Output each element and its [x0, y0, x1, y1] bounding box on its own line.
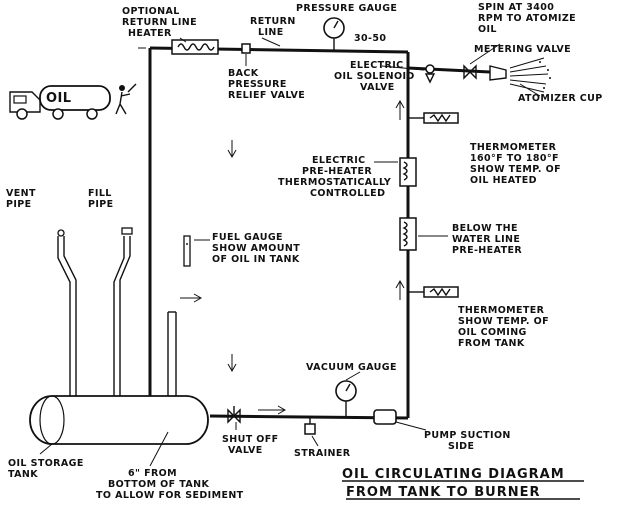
label-fill-pipe-line-2: PIPE: [88, 199, 114, 210]
label-spin-line-3: OIL: [478, 24, 497, 35]
title-line-2: FROM TANK TO BURNER: [346, 485, 541, 500]
label-bottom-note-line-2: BOTTOM OF TANK: [108, 479, 209, 490]
label-spin-line-1: SPIN AT 3400: [478, 2, 554, 13]
vacuum-gauge: [335, 380, 357, 417]
fuel-gauge: [183, 235, 191, 267]
label-thermometer-bottom-line-2: SHOW TEMP. OF: [458, 316, 549, 327]
label-thermometer-bottom-line-3: OIL COMING: [458, 327, 527, 338]
label-preheater-line-2: PRE-HEATER: [302, 166, 372, 177]
label-bottom-note-line-3: TO ALLOW FOR SEDIMENT: [96, 490, 244, 501]
label-thermometer-bottom-line-1: THERMOMETER: [458, 305, 545, 316]
below-water-line-pre-heater: [399, 217, 417, 251]
label-pump-suction-line-2: SIDE: [448, 441, 474, 452]
label-vent-pipe-line-2: PIPE: [6, 199, 32, 210]
thermometer-top: [408, 112, 459, 124]
label-vent-pipe-line-1: VENT: [6, 188, 36, 199]
back-pressure-relief-valve: [241, 43, 251, 54]
label-oil-storage-line-1: OIL STORAGE: [8, 458, 84, 469]
label-fuel-gauge-line-1: FUEL GAUGE: [212, 232, 283, 243]
label-preheater-line-3: THERMOSTATICALLY: [278, 177, 391, 188]
vent-pipe: [57, 229, 77, 396]
label-optional-line-1: OPTIONAL: [122, 6, 180, 17]
label-thermometer-top-line-2: 160°F TO 180°F: [470, 153, 559, 164]
label-optional-line-3: HEATER: [128, 28, 172, 39]
labels: OPTIONAL RETURN LINE HEATER RETURN LINE …: [6, 2, 603, 501]
label-vacuum-gauge: VACUUM GAUGE: [306, 362, 397, 373]
electric-pre-heater: [399, 157, 417, 187]
pump: [373, 409, 397, 425]
label-optional-line-2: RETURN LINE: [122, 17, 197, 28]
flow-arrows: [138, 47, 405, 415]
label-pressure-gauge: PRESSURE GAUGE: [296, 3, 397, 14]
label-fuel-gauge-line-2: SHOW AMOUNT: [212, 243, 300, 254]
label-back-pressure-line-2: PRESSURE: [228, 79, 287, 90]
label-solenoid-line-2: OIL SOLENOID: [334, 71, 415, 82]
label-metering-valve: METERING VALVE: [474, 44, 571, 55]
label-fill-pipe-line-1: FILL: [88, 188, 112, 199]
label-spin-line-2: RPM TO ATOMIZE: [478, 13, 576, 24]
label-solenoid-line-3: VALVE: [360, 82, 395, 93]
label-below-water-line-2: WATER LINE: [452, 234, 520, 245]
label-below-water-line-3: PRE-HEATER: [452, 245, 522, 256]
electric-oil-solenoid-valve: [424, 64, 436, 84]
pressure-gauge: [323, 17, 345, 51]
label-back-pressure-line-1: BACK: [228, 68, 259, 79]
label-shut-off-line-1: SHUT OFF: [222, 434, 279, 445]
label-thermometer-top-line-1: THERMOMETER: [470, 142, 557, 153]
label-pressure-range: 30-50: [354, 33, 386, 44]
label-pump-suction-line-1: PUMP SUCTION: [424, 430, 511, 441]
oil-truck: [9, 85, 111, 120]
oil-storage-tank: [29, 395, 209, 445]
label-return-line-2: LINE: [258, 27, 284, 38]
label-fuel-gauge-line-3: OF OIL IN TANK: [212, 254, 300, 265]
label-strainer: STRAINER: [294, 448, 351, 459]
strainer: [304, 416, 316, 435]
label-solenoid-line-1: ELECTRIC: [350, 60, 404, 71]
leader-lines: [39, 37, 541, 467]
title-line-1: OIL CIRCULATING DIAGRAM: [342, 467, 565, 482]
label-thermometer-top-line-4: OIL HEATED: [470, 175, 537, 186]
label-thermometer-top-line-3: SHOW TEMP. OF: [470, 164, 561, 175]
label-return-line-1: RETURN: [250, 16, 296, 27]
metering-valve: [463, 64, 477, 80]
atomizer-cup: [489, 57, 551, 93]
label-shut-off-line-2: VALVE: [228, 445, 263, 456]
label-preheater-line-4: CONTROLLED: [310, 188, 385, 199]
label-bottom-note-line-1: 6" FROM: [128, 468, 177, 479]
label-oil-storage-line-2: TANK: [8, 469, 38, 480]
label-atomizer-cup: ATOMIZER CUP: [518, 93, 603, 104]
return-line-heater: [171, 39, 219, 55]
label-back-pressure-line-3: RELIEF VALVE: [228, 90, 305, 101]
shut-off-valve: [227, 406, 241, 424]
label-thermometer-bottom-line-4: FROM TANK: [458, 338, 525, 349]
label-preheater-line-1: ELECTRIC: [312, 155, 366, 166]
diagram-title: OIL CIRCULATING DIAGRAM FROM TANK TO BUR…: [342, 467, 584, 500]
label-truck-oil: OIL: [46, 91, 71, 106]
fill-pipe: [113, 227, 133, 396]
label-below-water-line-1: BELOW THE: [452, 223, 518, 234]
delivery-person: [115, 83, 137, 115]
thermometer-bottom: [408, 286, 459, 298]
